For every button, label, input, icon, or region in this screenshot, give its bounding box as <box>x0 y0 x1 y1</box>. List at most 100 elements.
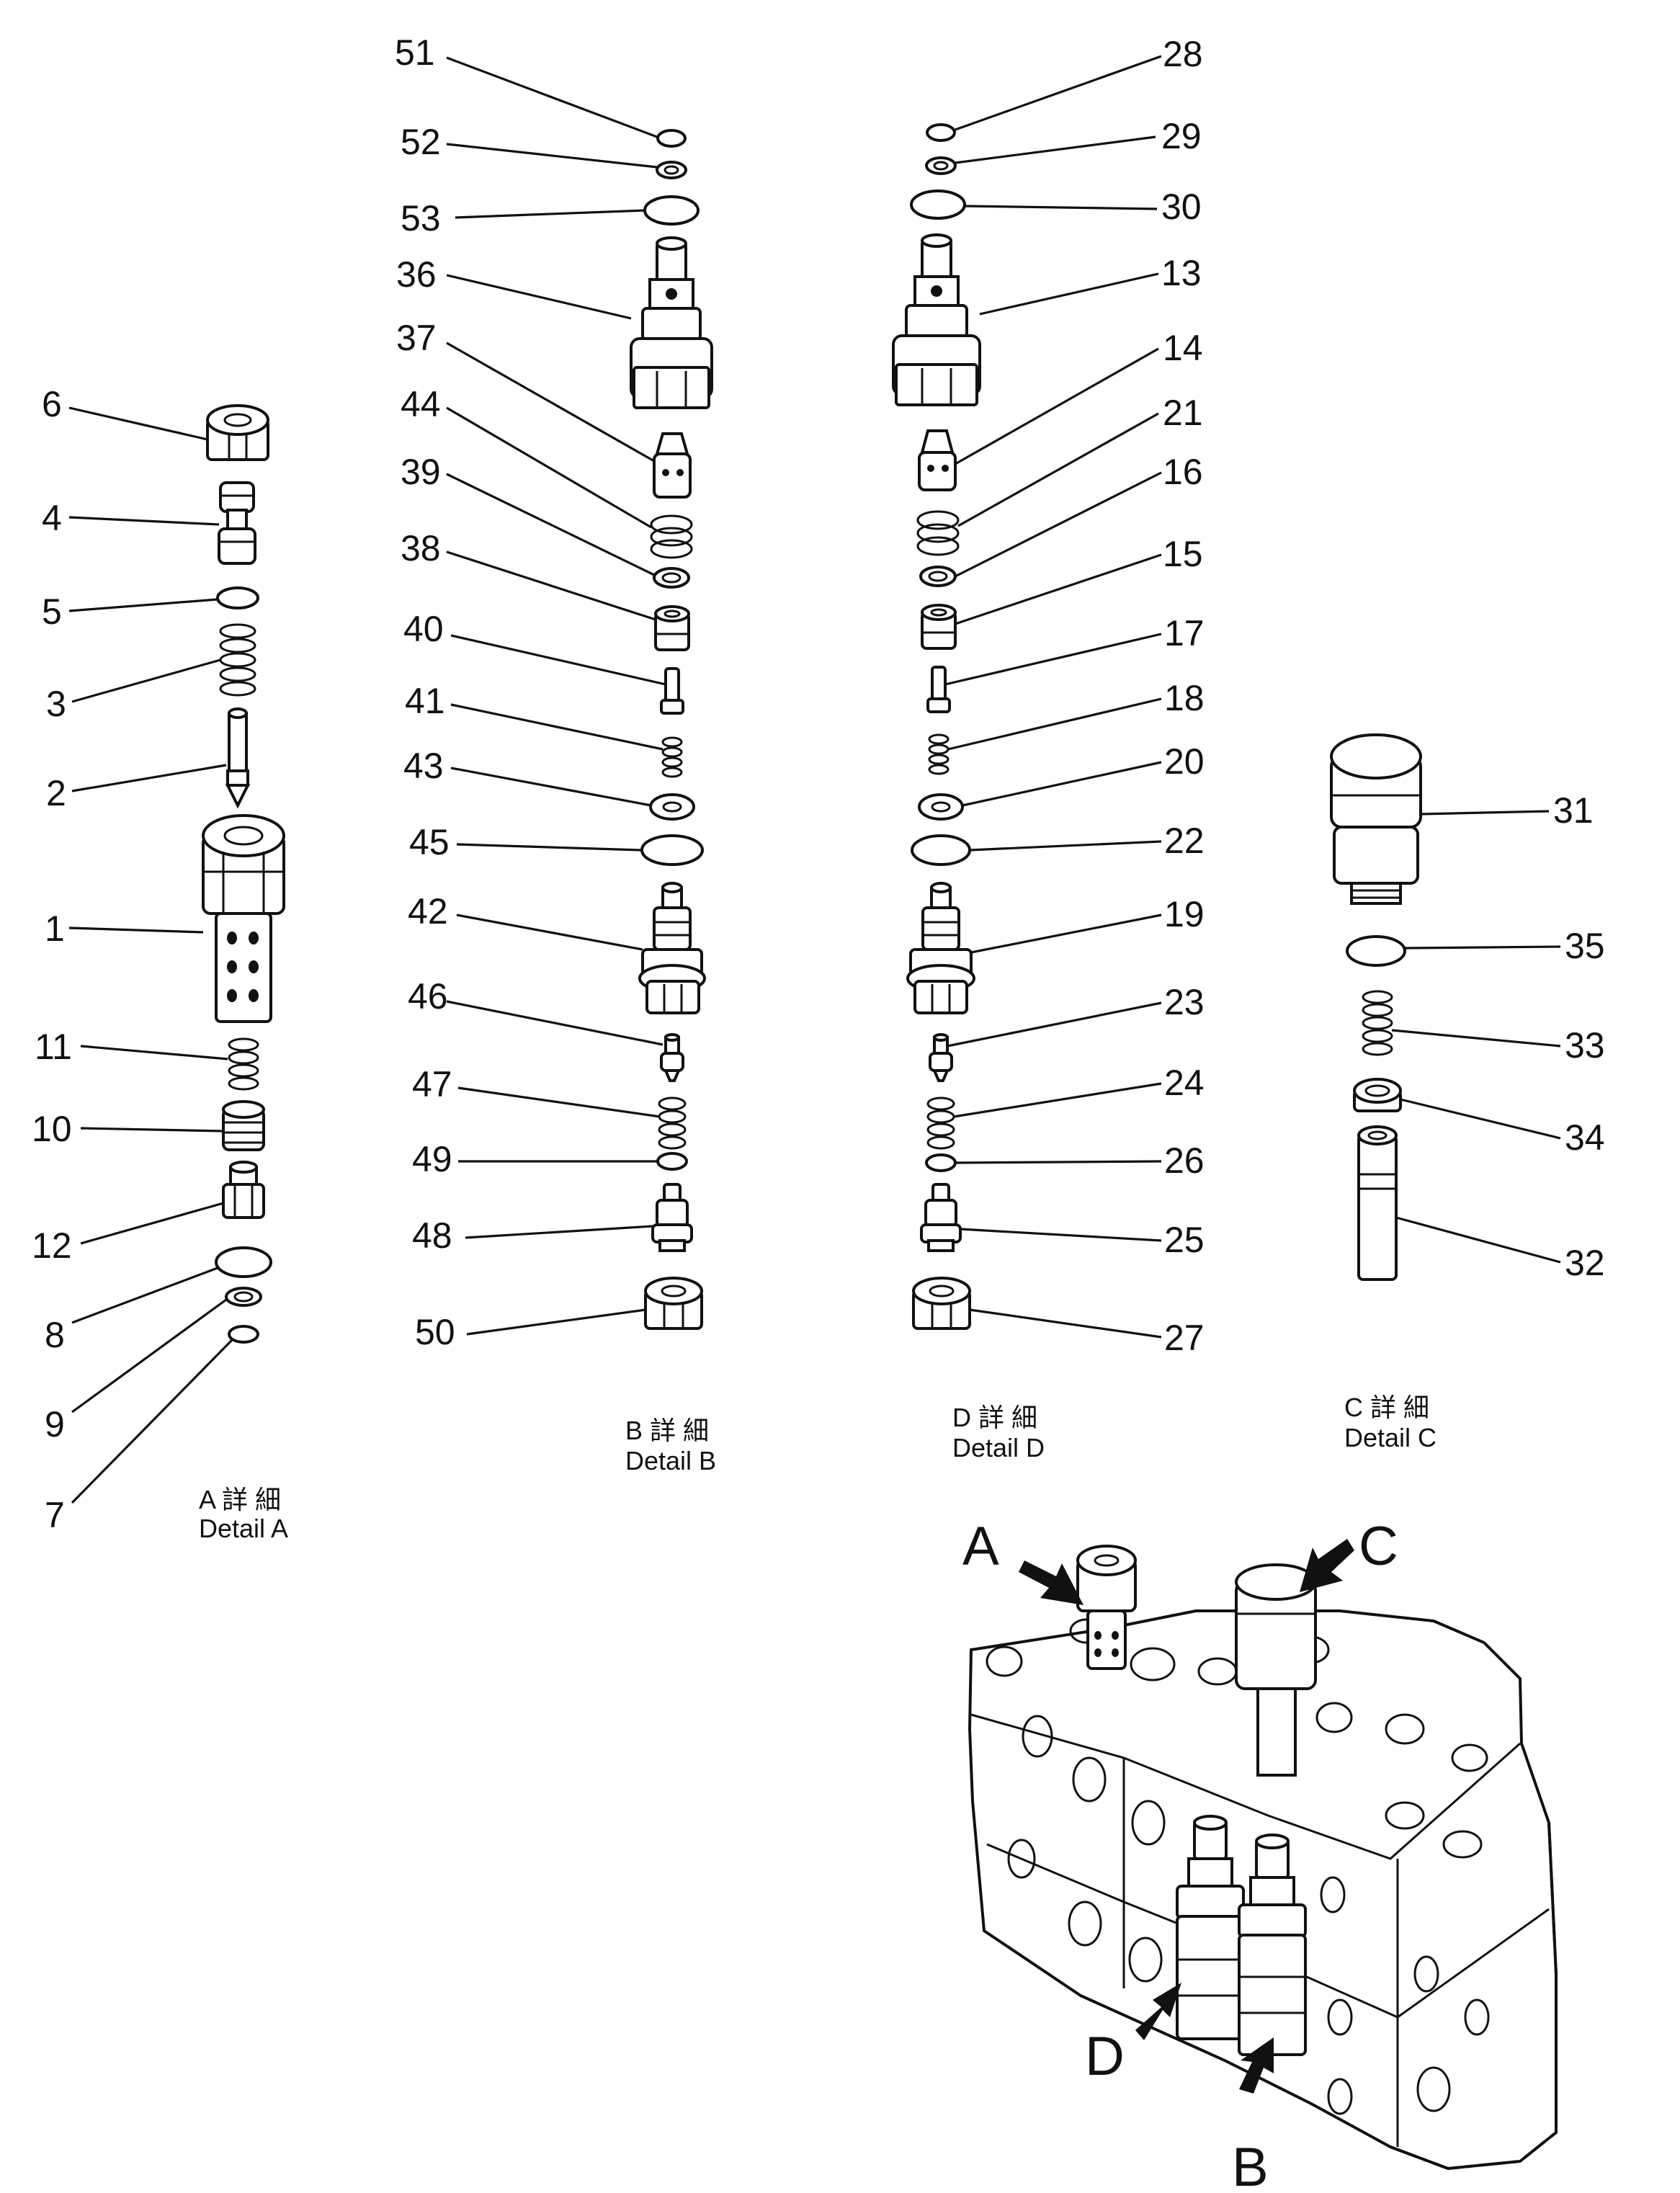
part-label: 38 <box>401 528 441 568</box>
part-33-spring <box>1362 990 1393 1056</box>
part-47-spring <box>658 1096 687 1150</box>
part-10-seat <box>222 1100 265 1151</box>
detail-a-parts <box>202 404 285 1344</box>
part-label: 33 <box>1565 1025 1605 1066</box>
part-5-oring <box>216 586 259 609</box>
port-hole <box>1416 2066 1451 2112</box>
part-11-spring <box>228 1037 259 1091</box>
part-label: 30 <box>1161 187 1202 227</box>
part-18-spring <box>928 733 950 775</box>
part-label: 32 <box>1565 1243 1605 1283</box>
arrow-d-icon <box>1135 1983 1181 2040</box>
port-hole <box>1451 1743 1488 1772</box>
part-label: 52 <box>401 122 441 162</box>
part-45-oring <box>640 834 704 866</box>
part-label: 21 <box>1163 393 1203 433</box>
part-14-piston <box>918 429 957 491</box>
part-label: 25 <box>1164 1220 1205 1260</box>
part-label: 34 <box>1565 1117 1605 1158</box>
installed-valve-c <box>1235 1563 1317 1777</box>
part-20-washer <box>918 793 964 821</box>
arrow-c-icon <box>1300 1539 1354 1592</box>
arrow-label-c: C <box>1359 1516 1398 1577</box>
port-hole <box>1464 1998 1490 2036</box>
part-label: 49 <box>412 1139 452 1179</box>
port-hole <box>1320 1876 1346 1913</box>
part-32-spool <box>1357 1125 1398 1281</box>
part-28-oring <box>926 123 956 142</box>
port-hole <box>1130 1647 1176 1681</box>
port-hole <box>1007 1839 1036 1879</box>
part-3-spring <box>219 623 256 697</box>
part-label: 43 <box>403 746 444 786</box>
part-label: 17 <box>1164 613 1205 653</box>
part-label: 9 <box>45 1404 65 1444</box>
part-label: 51 <box>395 32 435 73</box>
detail-b-caption-en: Detail B <box>625 1446 716 1475</box>
detail-c-caption-jp: C 詳 細 <box>1344 1393 1429 1422</box>
part-23-poppet <box>929 1033 953 1082</box>
part-label: 29 <box>1161 116 1202 156</box>
part-label: 24 <box>1164 1063 1205 1103</box>
part-16-ring <box>919 566 957 587</box>
part-49-oring <box>656 1152 688 1171</box>
part-35-oring <box>1346 935 1406 967</box>
part-label: 41 <box>405 681 445 721</box>
part-label: 28 <box>1163 34 1203 74</box>
detail-a-caption-en: Detail A <box>199 1514 288 1543</box>
part-label: 16 <box>1163 452 1203 492</box>
part-29-backup-ring <box>925 156 957 175</box>
part-label: 12 <box>32 1225 72 1266</box>
port-hole <box>1131 1800 1166 1846</box>
part-9-backup-ring <box>225 1287 262 1307</box>
part-label: 20 <box>1164 741 1205 782</box>
part-label: 22 <box>1164 821 1205 861</box>
part-39-ring <box>653 567 690 589</box>
port-hole <box>1327 2078 1353 2115</box>
part-52-backup-ring <box>656 161 687 179</box>
part-label: 53 <box>401 198 441 238</box>
part-42-body <box>638 882 706 1014</box>
part-25-plug <box>920 1183 962 1252</box>
detail-a-caption-jp: A 詳 細 <box>199 1485 281 1514</box>
part-48-plug <box>651 1183 693 1252</box>
part-label: 2 <box>46 773 66 813</box>
part-label: 44 <box>401 384 441 424</box>
part-label: 42 <box>408 891 448 932</box>
part-label: 23 <box>1164 982 1205 1022</box>
part-label: 4 <box>42 498 62 538</box>
installed-valve-d <box>1176 1815 1245 2040</box>
part-label: 6 <box>42 384 62 424</box>
part-27-nut <box>912 1277 971 1330</box>
part-label: 1 <box>45 908 65 949</box>
detail-c-parts <box>1330 733 1422 1281</box>
part-50-nut <box>644 1277 703 1330</box>
part-label: 46 <box>408 976 448 1017</box>
installed-valve-a <box>1076 1545 1137 1670</box>
detail-d-parts <box>892 123 981 1330</box>
detail-c-caption-en: Detail C <box>1344 1423 1437 1452</box>
part-label: 3 <box>46 684 66 724</box>
part-7-oring <box>228 1325 259 1344</box>
part-40-pin <box>660 667 684 715</box>
part-label: 39 <box>401 452 441 492</box>
part-38-seat <box>654 605 690 651</box>
part-6-nut <box>206 404 269 461</box>
part-label: 50 <box>415 1312 455 1352</box>
part-44-spring <box>650 514 693 559</box>
arrow-label-b: B <box>1232 2137 1269 2193</box>
part-46-poppet <box>660 1033 684 1082</box>
arrow-label-a: A <box>962 1516 999 1577</box>
part-21-spring <box>916 510 960 556</box>
port-hole <box>1385 1713 1425 1745</box>
part-8-oring <box>215 1246 272 1278</box>
port-hole <box>1128 1937 1163 1983</box>
part-label: 35 <box>1565 926 1605 966</box>
port-hole <box>1068 1901 1102 1947</box>
arrow-a-icon <box>1019 1560 1083 1605</box>
part-15-seat <box>921 604 957 650</box>
part-2-needle <box>225 707 251 809</box>
installed-valve-b <box>1238 1834 1307 2056</box>
part-24-spring <box>926 1096 955 1150</box>
